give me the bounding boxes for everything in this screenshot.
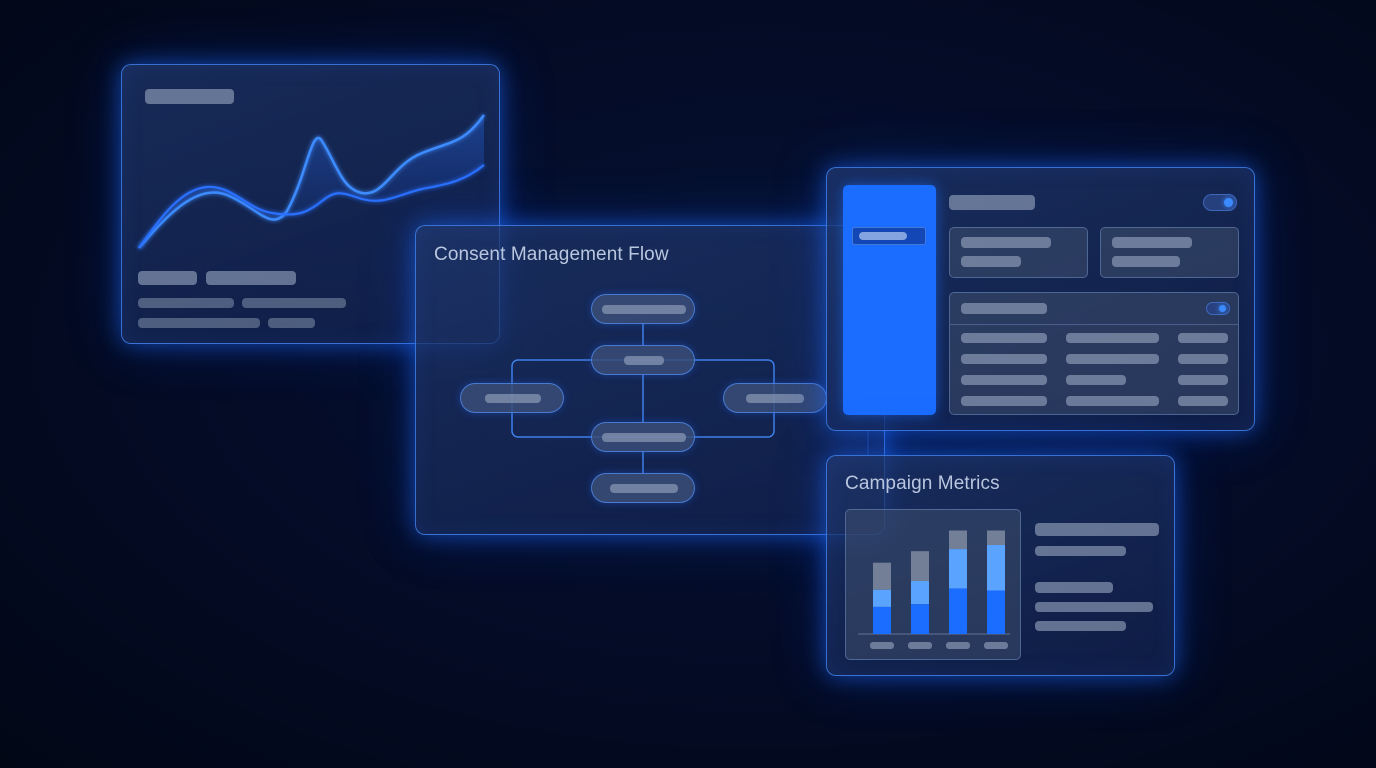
metrics-bar-base-segment (911, 604, 929, 634)
flow-node-left-branch[interactable] (460, 383, 564, 413)
metrics-tick-label-placeholder (946, 642, 970, 649)
flow-node-start[interactable] (591, 294, 695, 324)
metrics-text-placeholder (1035, 602, 1153, 612)
chart-text-placeholder (138, 298, 234, 308)
chart-series-line-2 (138, 164, 485, 249)
toggle-knob (1219, 305, 1226, 312)
metrics-bar-mid-segment (911, 581, 929, 605)
metrics-bar-base-segment (873, 606, 891, 634)
metrics-bar-top-segment (911, 551, 929, 582)
chart-label-placeholder (138, 271, 197, 285)
chart-series-line-1 (138, 114, 486, 249)
table-row[interactable] (950, 331, 1238, 345)
node-label-placeholder (610, 484, 678, 493)
metrics-tick-label-placeholder (908, 642, 932, 649)
metrics-bar-base-segment (949, 588, 967, 634)
metrics-panel-title: Campaign Metrics (845, 473, 1000, 494)
metrics-tick-label-placeholder (870, 642, 894, 649)
table-cell-placeholder (1066, 396, 1159, 406)
table-cell-placeholder (1178, 354, 1228, 364)
metrics-bar-top-segment (987, 530, 1005, 545)
metrics-bar-mid-segment (949, 549, 967, 589)
metrics-tick-label-placeholder (984, 642, 1008, 649)
campaign-metrics-panel: Campaign Metrics (826, 455, 1175, 676)
sidebar-item-label-placeholder (859, 232, 907, 240)
chart-area-fill (139, 115, 484, 248)
metrics-bar-chart (858, 530, 1010, 649)
metrics-text-placeholder (1035, 523, 1159, 536)
metrics-bar-base-segment (987, 590, 1005, 634)
table-row[interactable] (950, 352, 1238, 366)
table-row[interactable] (950, 394, 1238, 408)
table-title-placeholder (961, 303, 1047, 314)
metrics-bar-chart-card (845, 509, 1021, 660)
metrics-bar-top-segment (949, 530, 967, 550)
table-cell-placeholder (1178, 396, 1228, 406)
flow-node-decision[interactable] (591, 345, 695, 375)
chart-text-placeholder (268, 318, 315, 328)
node-label-placeholder (602, 305, 686, 314)
stat-card-line-placeholder (1112, 256, 1180, 267)
table-cell-placeholder (961, 333, 1047, 343)
metrics-bar-top-segment (873, 562, 891, 590)
stat-card[interactable] (949, 227, 1088, 278)
metrics-text-placeholder (1035, 546, 1126, 556)
node-label-placeholder (485, 394, 541, 403)
node-label-placeholder (746, 394, 804, 403)
metrics-bar-mid-segment (987, 544, 1005, 591)
chart-text-placeholder (138, 318, 260, 328)
flow-panel-title: Consent Management Flow (434, 244, 669, 265)
chart-title-placeholder (145, 89, 234, 104)
table-toggle[interactable] (1206, 302, 1230, 315)
table-cell-placeholder (961, 375, 1047, 385)
table-cell-placeholder (1066, 333, 1159, 343)
settings-header-placeholder (949, 195, 1035, 210)
node-label-placeholder (602, 433, 686, 442)
settings-panel (826, 167, 1255, 431)
line-chart-panel (121, 64, 500, 344)
table-header-divider (950, 324, 1238, 325)
metrics-bar-mid-segment (873, 589, 891, 607)
stat-card-line-placeholder (961, 256, 1021, 267)
table-cell-placeholder (961, 396, 1047, 406)
table-cell-placeholder (1178, 333, 1228, 343)
stat-card[interactable] (1100, 227, 1239, 278)
table-cell-placeholder (961, 354, 1047, 364)
data-table-card (949, 292, 1239, 415)
metrics-text-placeholder (1035, 621, 1126, 631)
stat-card-line-placeholder (961, 237, 1051, 248)
header-toggle[interactable] (1203, 194, 1237, 211)
node-label-placeholder (624, 356, 664, 365)
sidebar (843, 185, 936, 415)
toggle-knob (1224, 198, 1233, 207)
table-cell-placeholder (1066, 354, 1159, 364)
table-cell-placeholder (1178, 375, 1228, 385)
stat-card-line-placeholder (1112, 237, 1192, 248)
metrics-text-placeholder (1035, 582, 1113, 593)
chart-label-placeholder (206, 271, 296, 285)
table-row[interactable] (950, 373, 1238, 387)
flow-node-right-branch[interactable] (723, 383, 827, 413)
consent-flow-panel: Consent Management Flow (415, 225, 885, 535)
chart-text-placeholder (242, 298, 346, 308)
sidebar-item-active[interactable] (852, 227, 926, 245)
table-cell-placeholder (1066, 375, 1126, 385)
line-chart (138, 114, 486, 249)
flow-node-merge[interactable] (591, 422, 695, 452)
flow-node-end[interactable] (591, 473, 695, 503)
